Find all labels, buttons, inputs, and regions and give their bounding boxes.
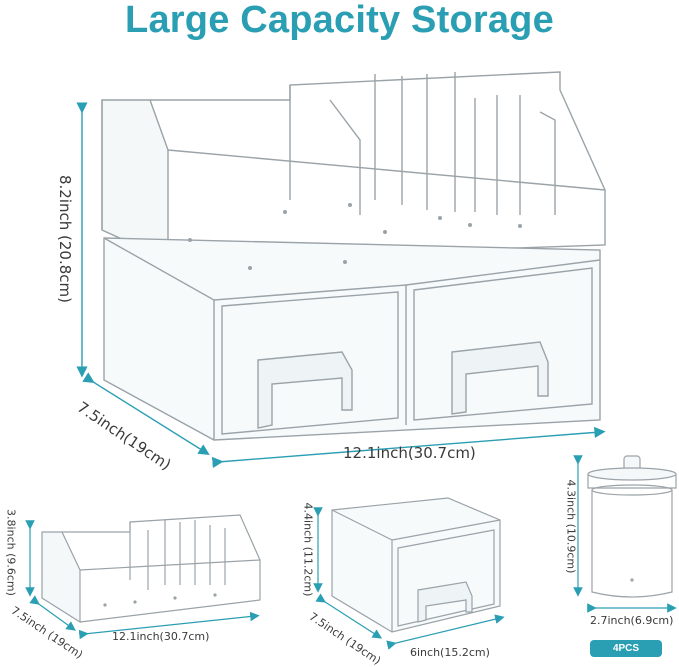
- drawer-height-label: 4.4inch (11.2cm): [301, 502, 315, 597]
- cotton-jar: [587, 455, 677, 598]
- main-organizer-set: [101, 71, 606, 441]
- quantity-badge: 4PCS: [590, 640, 662, 657]
- single-drawer: [331, 497, 501, 633]
- jar-width-label: 2.7inch(6.9cm): [590, 614, 674, 627]
- main-width-label: 12.1inch(30.7cm): [343, 444, 476, 462]
- organizer-height-label: 3.8inch (9.6cm): [4, 509, 18, 596]
- main-height-label: 8.2inch (20.8cm): [56, 174, 74, 303]
- small-organizer: [41, 514, 261, 624]
- drawer-width-label: 6inch(15.2cm): [410, 646, 490, 659]
- page-title: Large Capacity Storage: [125, 0, 554, 41]
- jar-height-label: 4.3inch (10.9cm): [564, 479, 578, 574]
- organizer-width-label: 12.1inch(30.7cm): [112, 630, 210, 643]
